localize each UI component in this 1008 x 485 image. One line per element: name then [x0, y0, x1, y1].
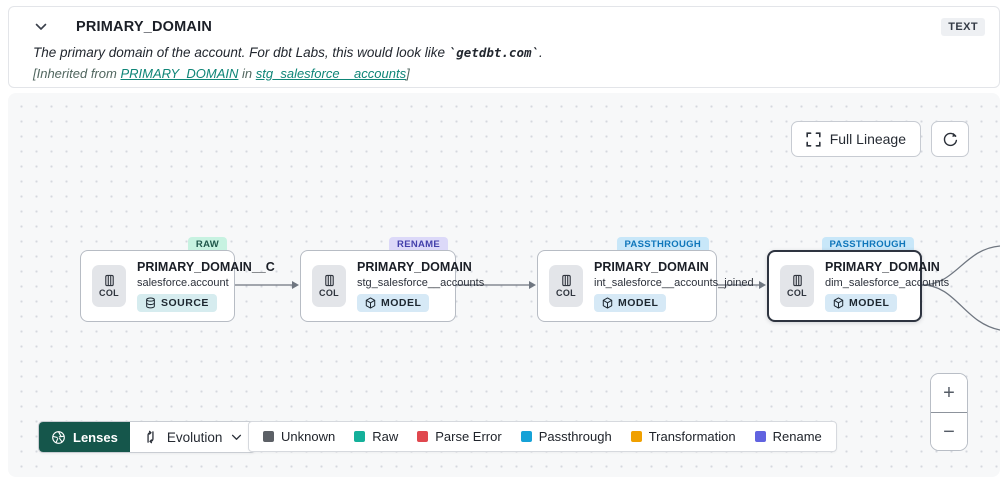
expand-icon	[806, 131, 821, 147]
full-lineage-label: Full Lineage	[829, 131, 906, 147]
column-description: The primary domain of the account. For d…	[33, 45, 985, 60]
node-type-label: MODEL	[849, 296, 890, 309]
node-subtitle: stg_salesforce__accounts	[357, 276, 485, 289]
column-title: PRIMARY_DOMAIN	[76, 19, 212, 35]
inherited-suffix: ]	[406, 66, 410, 81]
lens-dropdown[interactable]: Evolution	[129, 422, 256, 452]
column-details-panel: PRIMARY_DOMAIN TEXT The primary domain o…	[8, 6, 1000, 88]
legend-label: Rename	[772, 429, 822, 444]
legend-label: Transformation	[648, 429, 736, 444]
chevron-down-icon	[35, 23, 47, 31]
node-type-label: MODEL	[381, 296, 422, 309]
column-chip: COL	[549, 265, 583, 307]
cube-icon	[365, 297, 376, 309]
cube-icon	[602, 297, 613, 309]
node-type-badge: MODEL	[357, 293, 430, 313]
legend-swatch	[354, 431, 366, 442]
zoom-in-button[interactable]: +	[931, 374, 967, 412]
inherited-prefix: [Inherited from	[33, 66, 121, 81]
column-chip-label: COL	[556, 288, 576, 298]
legend-label: Unknown	[281, 429, 336, 444]
chevron-down-icon	[231, 434, 242, 441]
lineage-node-staging[interactable]: RENAME COL PRIMARY_DOMAIN stg_salesforce…	[300, 237, 484, 322]
data-type-badge: TEXT	[941, 18, 985, 36]
lineage-node-intermediate[interactable]: PASSTHROUGH COL PRIMARY_DOMAIN int_sales…	[537, 237, 754, 322]
lenses-control-group: Lenses Evolution	[38, 421, 257, 453]
node-type-label: MODEL	[618, 296, 659, 309]
lens-selected-value: Evolution	[166, 429, 223, 445]
legend-item-unknown: Unknown	[263, 429, 335, 444]
legend-label: Raw	[372, 429, 399, 444]
column-chip: COL	[92, 265, 126, 307]
column-chip-label: COL	[319, 288, 339, 298]
node-type-label: SOURCE	[161, 296, 209, 309]
legend-swatch	[417, 431, 429, 442]
legend-swatch	[754, 431, 766, 442]
column-chip-label: COL	[99, 288, 119, 298]
evolution-legend: Unknown Raw Parse Error Passthrough Tran…	[248, 421, 837, 452]
inherited-model-link[interactable]: stg_salesforce__accounts	[255, 66, 407, 81]
legend-item-passthrough: Passthrough	[520, 429, 612, 444]
inherited-middle: in	[238, 66, 256, 81]
column-icon	[323, 274, 336, 287]
column-chip-label: COL	[787, 288, 807, 298]
node-title: PRIMARY_DOMAIN	[357, 259, 472, 274]
node-subtitle: int_salesforce__accounts_joined	[594, 276, 754, 289]
column-chip: COL	[780, 265, 814, 307]
column-icon	[560, 274, 573, 287]
legend-swatch	[520, 431, 532, 442]
legend-label: Parse Error	[435, 429, 502, 444]
refresh-icon	[942, 131, 959, 148]
legend-item-raw: Raw	[354, 429, 398, 444]
node-title: PRIMARY_DOMAIN__C	[137, 259, 275, 274]
legend-swatch	[630, 431, 642, 442]
node-title: PRIMARY_DOMAIN	[825, 259, 940, 274]
description-code: `getdbt.com`	[448, 45, 540, 60]
node-type-badge: SOURCE	[137, 293, 217, 313]
lenses-button[interactable]: Lenses	[39, 422, 130, 452]
lenses-label: Lenses	[73, 429, 118, 445]
lineage-node-source[interactable]: RAW COL PRIMARY_DOMAIN__C salesforce.acc…	[80, 237, 275, 322]
legend-label: Passthrough	[538, 429, 612, 444]
column-icon	[103, 274, 116, 287]
refresh-button[interactable]	[931, 121, 969, 157]
collapse-chevron-button[interactable]	[31, 17, 51, 37]
zoom-out-button[interactable]: −	[931, 412, 967, 450]
description-text: The primary domain of the account. For d…	[33, 45, 449, 60]
inherited-column-link[interactable]: PRIMARY_DOMAIN	[120, 66, 239, 81]
node-type-badge: MODEL	[594, 293, 667, 313]
node-type-badge: MODEL	[825, 293, 898, 313]
column-icon	[791, 274, 804, 287]
legend-item-parse-error: Parse Error	[417, 429, 502, 444]
zoom-controls: + −	[930, 373, 968, 451]
inherited-from-note: [Inherited from PRIMARY_DOMAIN in stg_sa…	[33, 66, 985, 81]
legend-item-transformation: Transformation	[630, 429, 736, 444]
cube-icon	[833, 297, 844, 309]
description-suffix: .	[539, 45, 543, 60]
database-icon	[145, 297, 156, 309]
column-chip: COL	[312, 265, 346, 307]
lineage-canvas[interactable]: Full Lineage RAW COL PRIMARY_DOMAIN__C s…	[8, 93, 1000, 477]
node-title: PRIMARY_DOMAIN	[594, 259, 709, 274]
aperture-icon	[51, 430, 66, 445]
header-row: PRIMARY_DOMAIN TEXT	[25, 16, 985, 38]
evolution-icon	[143, 429, 158, 445]
node-subtitle: dim_salesforce_accounts	[825, 276, 950, 289]
full-lineage-button[interactable]: Full Lineage	[790, 121, 921, 157]
lineage-node-dim-selected[interactable]: PASSTHROUGH COL PRIMARY_DOMAIN dim_sales…	[767, 237, 949, 322]
legend-item-rename: Rename	[754, 429, 822, 444]
node-subtitle: salesforce.account	[137, 276, 229, 289]
legend-swatch	[263, 431, 274, 442]
